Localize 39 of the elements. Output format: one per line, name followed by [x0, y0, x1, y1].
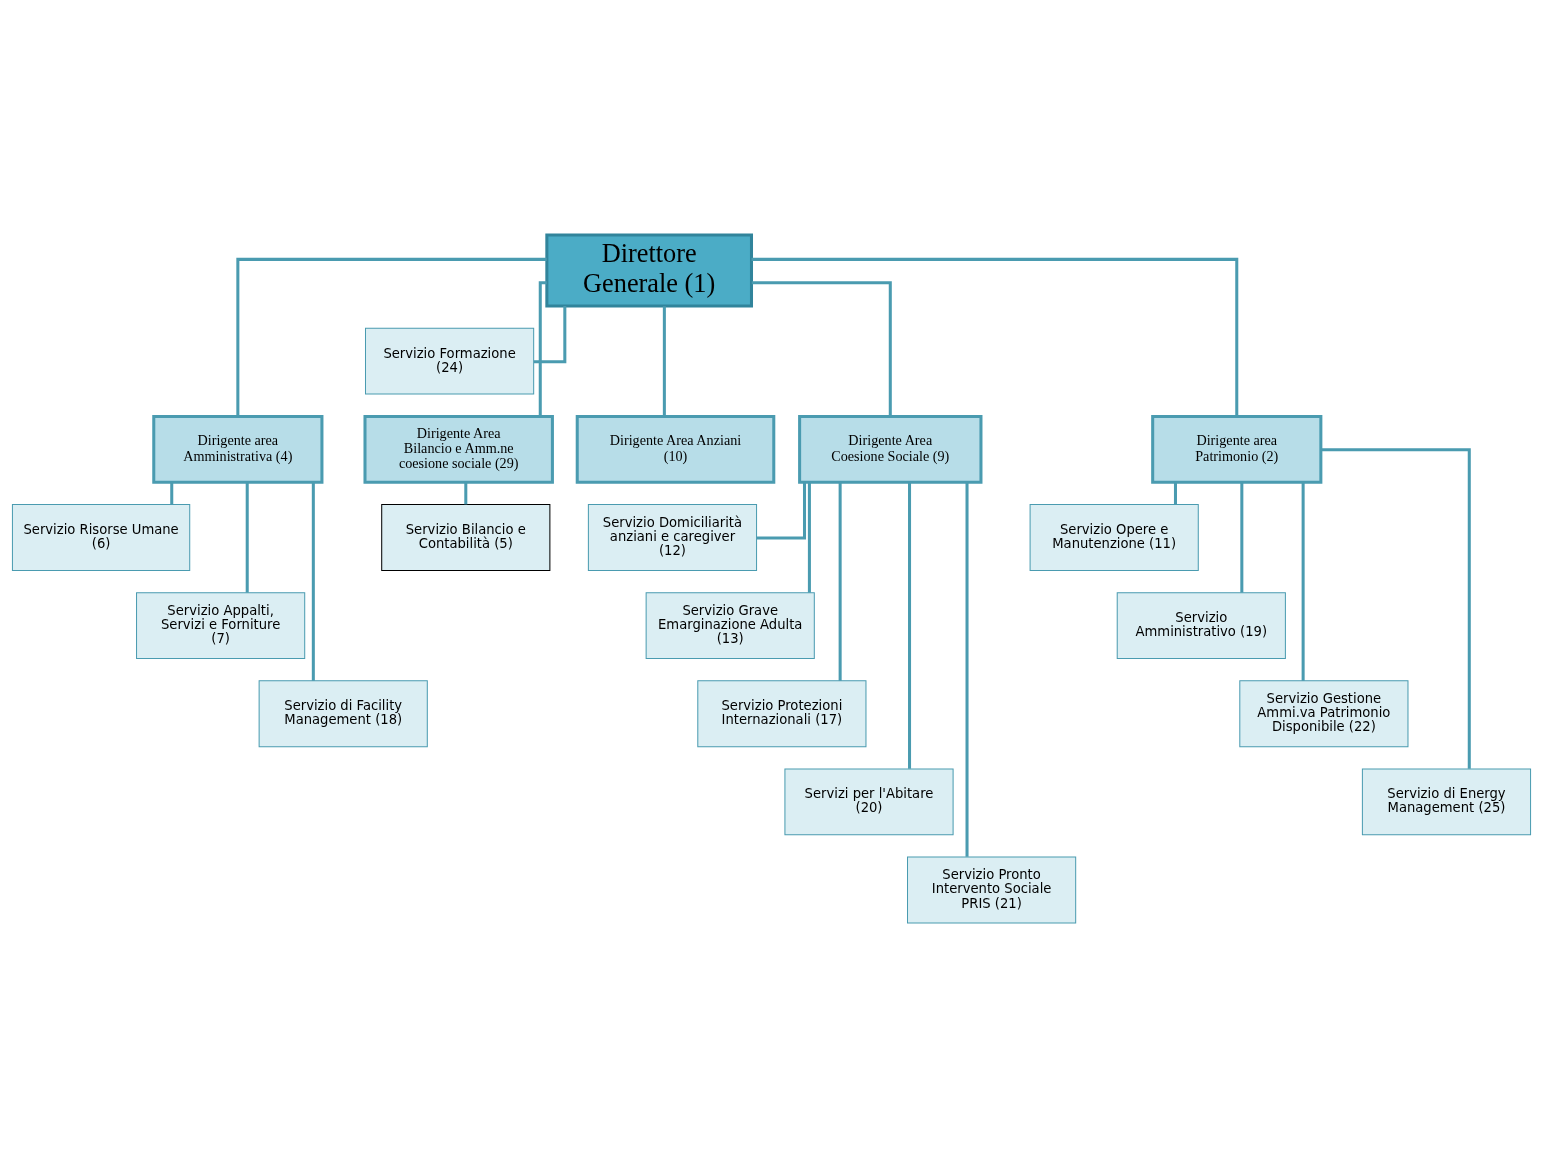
- node-box: Servizio Grave Emarginazione Adulta (13): [645, 592, 815, 660]
- connector: [1240, 482, 1244, 593]
- connector: [311, 482, 315, 681]
- node-box: Servizio di Facility Management (18): [258, 680, 428, 748]
- node-box: Servizio Pronto Intervento Sociale PRIS (21): [907, 856, 1077, 924]
- node-box: Dirigente Area Anziani (10): [575, 414, 776, 484]
- node-box: Servizio Opere e Manutenzione (11): [1029, 504, 1199, 571]
- connector: [1173, 482, 1177, 505]
- connector: [245, 482, 249, 593]
- node-box: Servizio Risorse Umane (6): [11, 504, 191, 571]
- node-box: Servizio Appalti, Servizi e Forniture (7): [136, 592, 306, 660]
- node-box: Servizio Formazione (24): [365, 327, 535, 395]
- connector: [533, 306, 567, 364]
- connector: [662, 306, 666, 417]
- connector: [1301, 482, 1305, 681]
- node-box: Servizio Gestione Ammi.va Patrimonio Disponibile (22): [1239, 680, 1409, 748]
- connector: [236, 257, 547, 417]
- node-box: Dirigente area Amministrativa (4): [152, 414, 324, 484]
- node-box: Servizio Bilancio e Contabilità (5): [381, 504, 551, 571]
- node-box: Servizio di Energy Management (25): [1361, 768, 1532, 836]
- connector: [1321, 448, 1471, 769]
- connector: [965, 482, 969, 857]
- node-box: Direttore Generale (1): [545, 233, 753, 308]
- node-box: Servizio Amministrativo (19): [1116, 592, 1286, 660]
- connector: [756, 482, 807, 540]
- node-box: Dirigente Area Bilancio e Amm.ne coesione sociale (29): [363, 414, 554, 484]
- connector: [538, 281, 547, 416]
- connector: [908, 482, 912, 769]
- node-box: Servizio Protezioni Internazionali (17): [697, 680, 867, 748]
- node-box: Servizi per l'Abitare (20): [784, 768, 954, 836]
- connector: [751, 281, 892, 416]
- connector: [464, 482, 468, 505]
- node-box: Servizio Domiciliarità anziani e caregiver (12): [587, 504, 758, 571]
- connector: [838, 482, 842, 681]
- connector: [170, 482, 174, 505]
- connector: [807, 482, 811, 593]
- connector: [751, 257, 1239, 417]
- node-box: Dirigente Area Coesione Sociale (9): [798, 414, 983, 484]
- node-box: Dirigente area Patrimonio (2): [1151, 414, 1323, 484]
